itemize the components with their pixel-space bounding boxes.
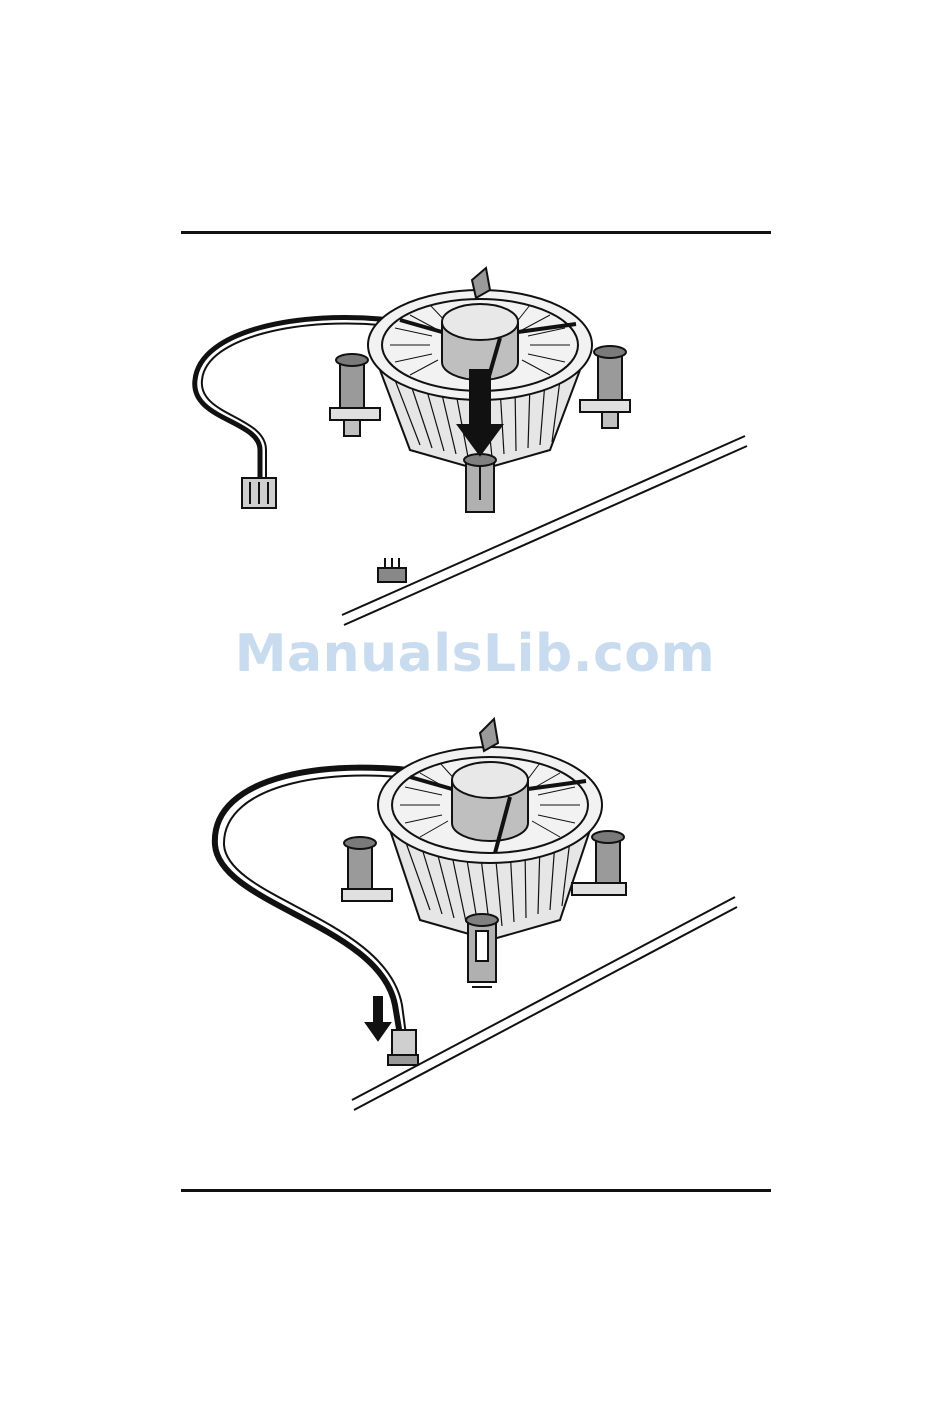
board-edge-line: [352, 897, 735, 1100]
fan-connector: [392, 1030, 416, 1058]
footer-rule: [181, 1189, 771, 1192]
cooler-illustration-2: [180, 705, 770, 1125]
push-pin-right: [598, 352, 622, 400]
fan-header: [378, 568, 406, 582]
figure-cooler-push-pins: [180, 250, 770, 640]
board-edge-line: [342, 436, 745, 615]
cooler-illustration-1: [180, 250, 770, 640]
push-pin-left: [340, 360, 364, 408]
figure-connect-fan-cable: [180, 705, 770, 1125]
watermark-text: ManualsLib.com: [0, 624, 950, 684]
arrow-down-icon: [366, 997, 390, 1040]
header-rule: [181, 231, 771, 234]
